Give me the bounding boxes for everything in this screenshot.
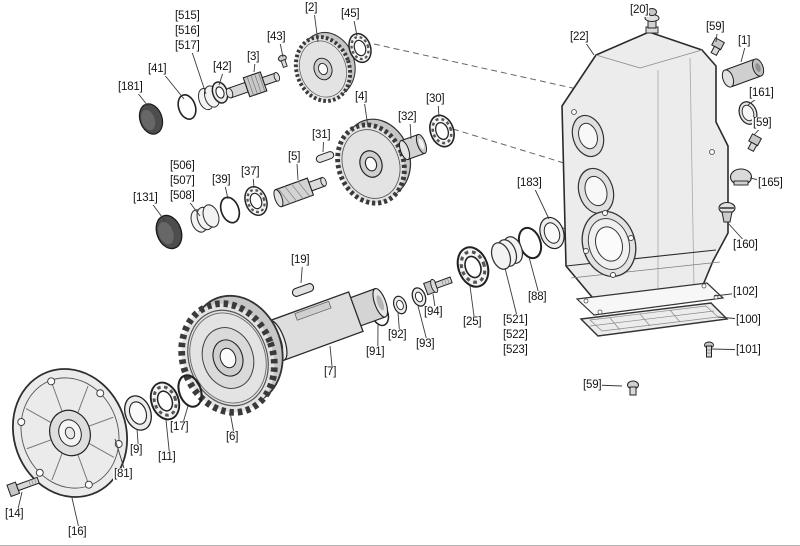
part-4-gear-icon [326, 110, 422, 213]
part-25-bearing-icon [450, 241, 496, 293]
screw-plug-59a-icon [710, 37, 726, 57]
part-94-bolt-icon [423, 276, 453, 296]
part-6-output-gear-icon [165, 283, 299, 426]
part-14-bolt-icon [6, 476, 40, 498]
breather-plug-20-icon [644, 8, 660, 29]
part-5-pinion-gear-icon [273, 176, 327, 208]
part-39-snap-ring-icon [216, 193, 244, 227]
part-16-flange-cover-icon [11, 368, 129, 498]
part-41-snap-ring-icon [174, 91, 200, 123]
part-131-cap-icon [151, 211, 187, 253]
shaft-plug-1-icon [721, 58, 765, 88]
part-30-bearing-icon [424, 110, 460, 152]
cap-161-icon [738, 101, 758, 125]
part-32-sleeve-icon [398, 133, 428, 161]
part-92-washer-icon [390, 293, 410, 317]
screw-plug-59c-icon [627, 380, 639, 396]
base-gasket [575, 282, 725, 316]
part-181-cap-icon [134, 100, 168, 138]
part-3-pinion-shaft-icon [225, 71, 281, 99]
part-19-key-icon [291, 283, 315, 297]
housing-output-bore [581, 210, 637, 278]
slotted-plug-160-icon [718, 201, 736, 223]
gear-housing [561, 26, 729, 299]
hex-bolt-101-icon [704, 341, 714, 358]
dome-cap-165-icon [729, 168, 753, 186]
screw-plug-59b-icon [747, 133, 763, 153]
part-31-key-icon [315, 151, 335, 163]
part-37-bearing-icon [239, 182, 273, 220]
housing-input-bore [571, 114, 605, 158]
part-43-screw-icon [277, 54, 288, 69]
housing-mid-bore [577, 167, 615, 215]
